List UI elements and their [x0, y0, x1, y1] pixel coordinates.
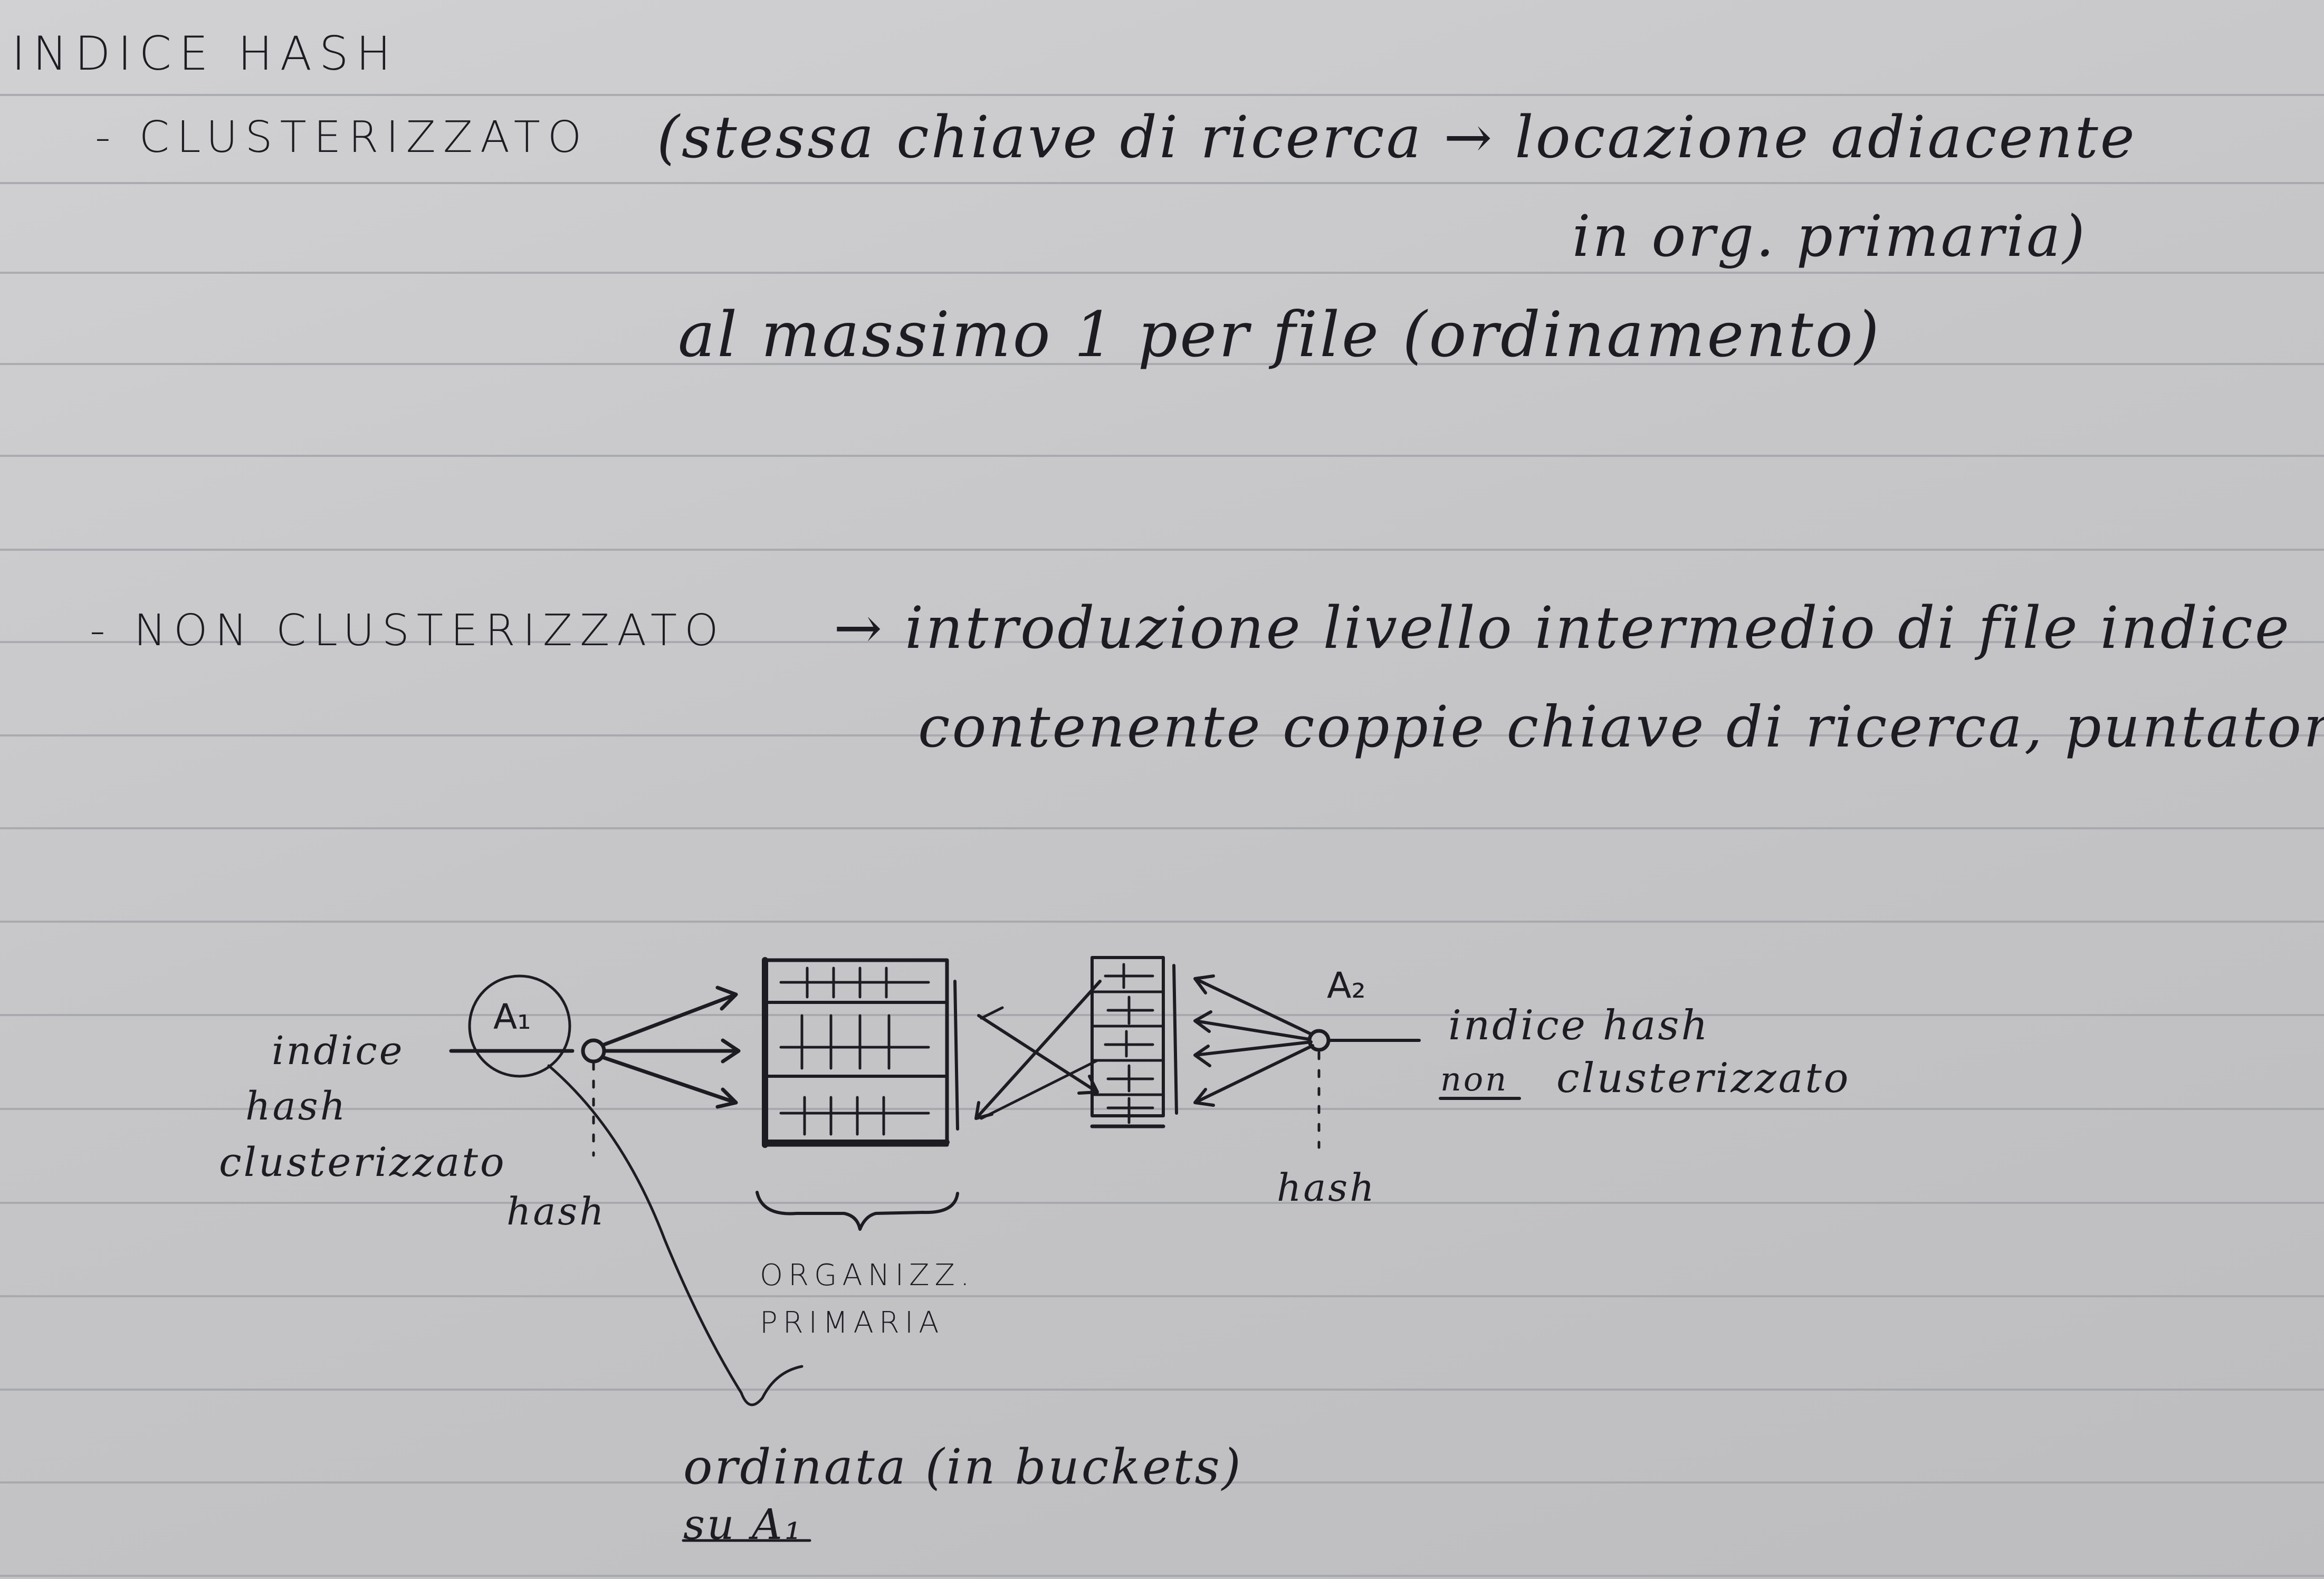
page-title: INDICE HASH [12, 26, 398, 81]
non-clustered-line-1: → introduzione livello intermedio di fil… [834, 594, 2291, 662]
ruled-line [0, 455, 2324, 457]
clustered-line-2: in org. primaria) [1572, 204, 2087, 270]
crossing-pointer-3 [980, 1006, 1099, 1120]
a1-circle [468, 974, 571, 1078]
arrow-from-a2-4 [1193, 1044, 1314, 1107]
left-caption-line-2: hash [245, 1084, 348, 1129]
crossing-pointer-2 [974, 980, 1102, 1120]
non-clustered-heading: - NON CLUSTERIZZATO [90, 606, 726, 656]
hash-left-label: hash [506, 1189, 606, 1233]
non-clustered-line-2: contenente coppie chiave di ricerca, pun… [918, 694, 2324, 760]
ruled-line [0, 272, 2324, 274]
ruled-line [0, 1389, 2324, 1391]
arrow-from-a2-3 [1193, 1040, 1313, 1067]
ruled-line [0, 549, 2324, 551]
ruled-line [0, 182, 2324, 184]
ruled-line [0, 921, 2324, 923]
arrow-to-bucket-2 [604, 1038, 741, 1064]
crossing-pointer-1 [977, 1014, 1099, 1095]
ruled-line [0, 94, 2324, 96]
right-caption-line-1: indice hash [1448, 1002, 1710, 1049]
clustered-line-1: (stessa chiave di ricerca → locazione ad… [657, 103, 2137, 171]
arrow-from-a2-2 [1193, 1010, 1311, 1041]
a2-label: A₂ [1327, 965, 1366, 1007]
left-caption-line-1: indice [272, 1028, 405, 1074]
arrow-from-a2-1 [1193, 974, 1313, 1036]
ruled-line [0, 363, 2324, 365]
arrow-to-bucket-3 [602, 1056, 738, 1109]
ruled-line [0, 641, 2324, 643]
right-caption-rest: clusterizzato [1556, 1055, 1851, 1102]
clustered-line-3: al massimo 1 per file (ordinamento) [678, 298, 1881, 371]
ruled-line [0, 1295, 2324, 1297]
left-caption-line-3: clusterizzato [219, 1138, 506, 1185]
org-label-line-1: ORGANIZZ. [760, 1258, 975, 1293]
ruled-line [0, 734, 2324, 736]
org-label-line-2: PRIMARIA [760, 1306, 944, 1340]
primary-brace [755, 1191, 959, 1231]
hash-right-label: hash [1277, 1165, 1376, 1210]
a2-hash-node [1307, 1029, 1331, 1052]
right-caption-non: non [1440, 1060, 1509, 1098]
clustered-heading: - CLUSTERIZZATO [95, 112, 589, 162]
note-line-2: su A₁ [683, 1500, 804, 1549]
index-file-column [1090, 956, 1178, 1128]
ruled-line [0, 1202, 2324, 1204]
note-line-1: ordinata (in buckets) [683, 1439, 1243, 1495]
ruled-line [0, 1575, 2324, 1577]
a1-hash-node [581, 1038, 606, 1064]
arrow-to-bucket-1 [602, 985, 738, 1047]
primary-buckets [762, 957, 959, 1148]
a1-label: A₁ [493, 997, 531, 1037]
ruled-line [0, 827, 2324, 829]
note-pointer-curve [547, 1064, 804, 1406]
ruled-line [0, 1481, 2324, 1484]
